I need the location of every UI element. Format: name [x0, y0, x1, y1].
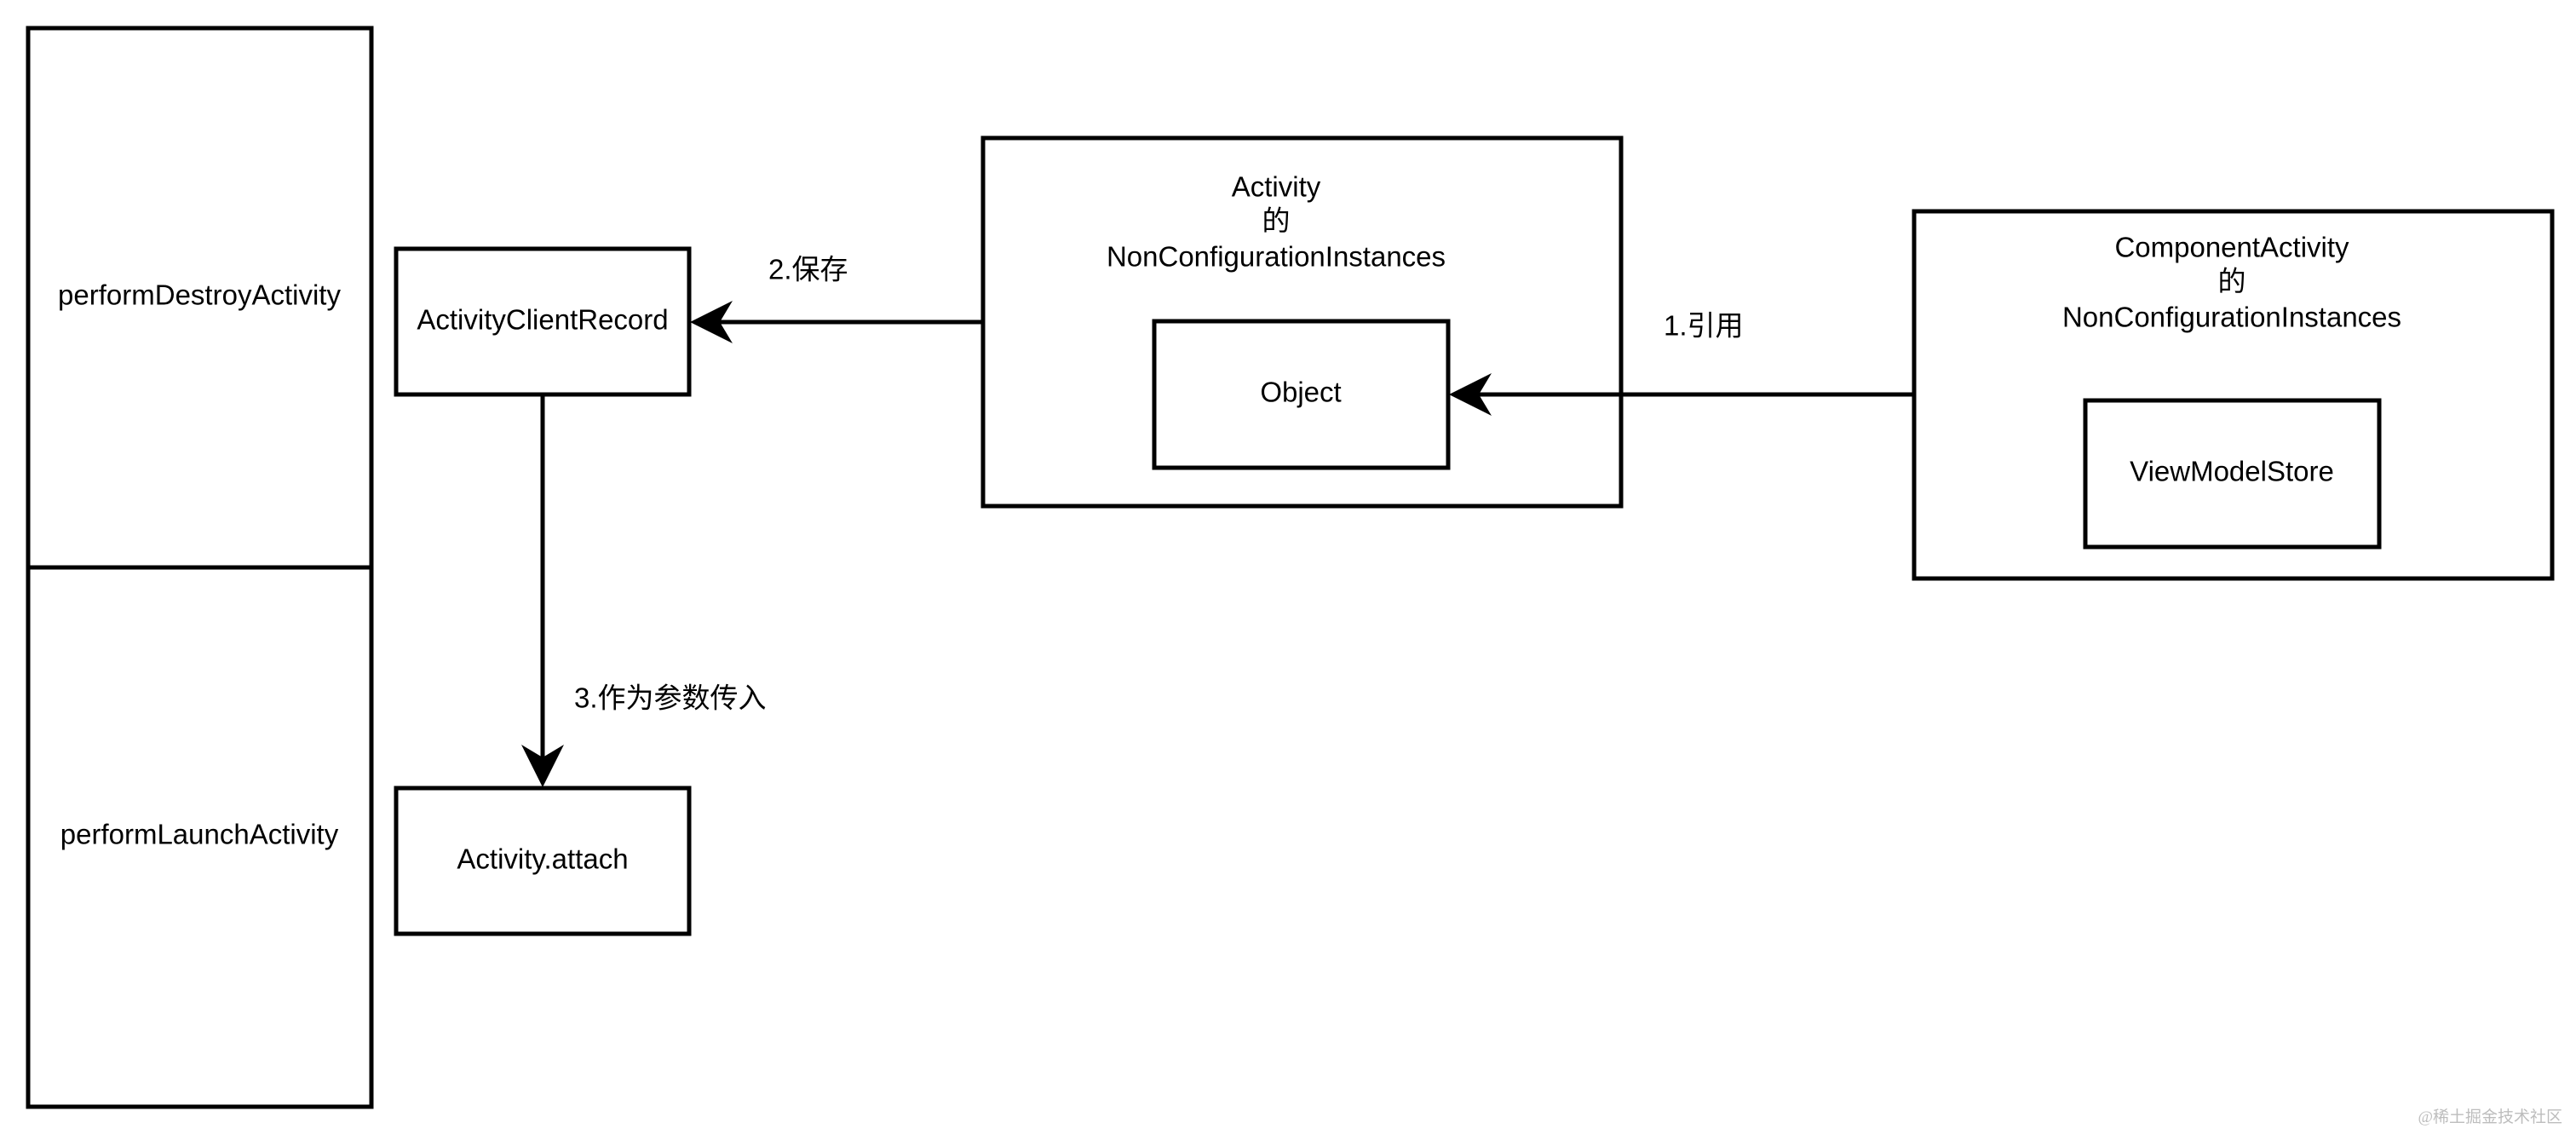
component-activity-nci-title-line1: ComponentActivity — [2114, 232, 2349, 263]
activity-client-record-label: ActivityClientRecord — [417, 304, 668, 336]
reference-label: 1.引用 — [1664, 310, 1744, 342]
activity-nci-title-line3: NonConfigurationInstances — [1107, 241, 1446, 273]
activity-attach-box — [394, 786, 692, 936]
watermark: @稀土掘金技术社区 — [2418, 1108, 2563, 1126]
perform-destroy-activity-box — [26, 26, 374, 570]
component-activity-nci-title-line2: 的 — [2218, 266, 2246, 297]
object-label: Object — [1260, 377, 1341, 408]
save-label: 2.保存 — [768, 254, 848, 285]
activity-attach-label: Activity.attach — [457, 843, 628, 875]
activity-nci-title-line2: 的 — [1262, 205, 1291, 237]
view-model-store-label: ViewModelStore — [2130, 456, 2334, 487]
object-box — [1152, 319, 1451, 470]
pass-as-param-label: 3.作为参数传入 — [574, 682, 767, 714]
view-model-store-box — [2083, 398, 2382, 550]
component-activity-nci-box — [1912, 209, 2555, 581]
activity-nci-title-line1: Activity — [1232, 171, 1321, 203]
perform-launch-activity-label: performLaunchActivity — [60, 819, 339, 850]
perform-destroy-activity-label: performDestroyActivity — [58, 279, 341, 311]
perform-launch-activity-box — [26, 565, 374, 1109]
component-activity-nci-title-line3: NonConfigurationInstances — [2062, 302, 2401, 333]
